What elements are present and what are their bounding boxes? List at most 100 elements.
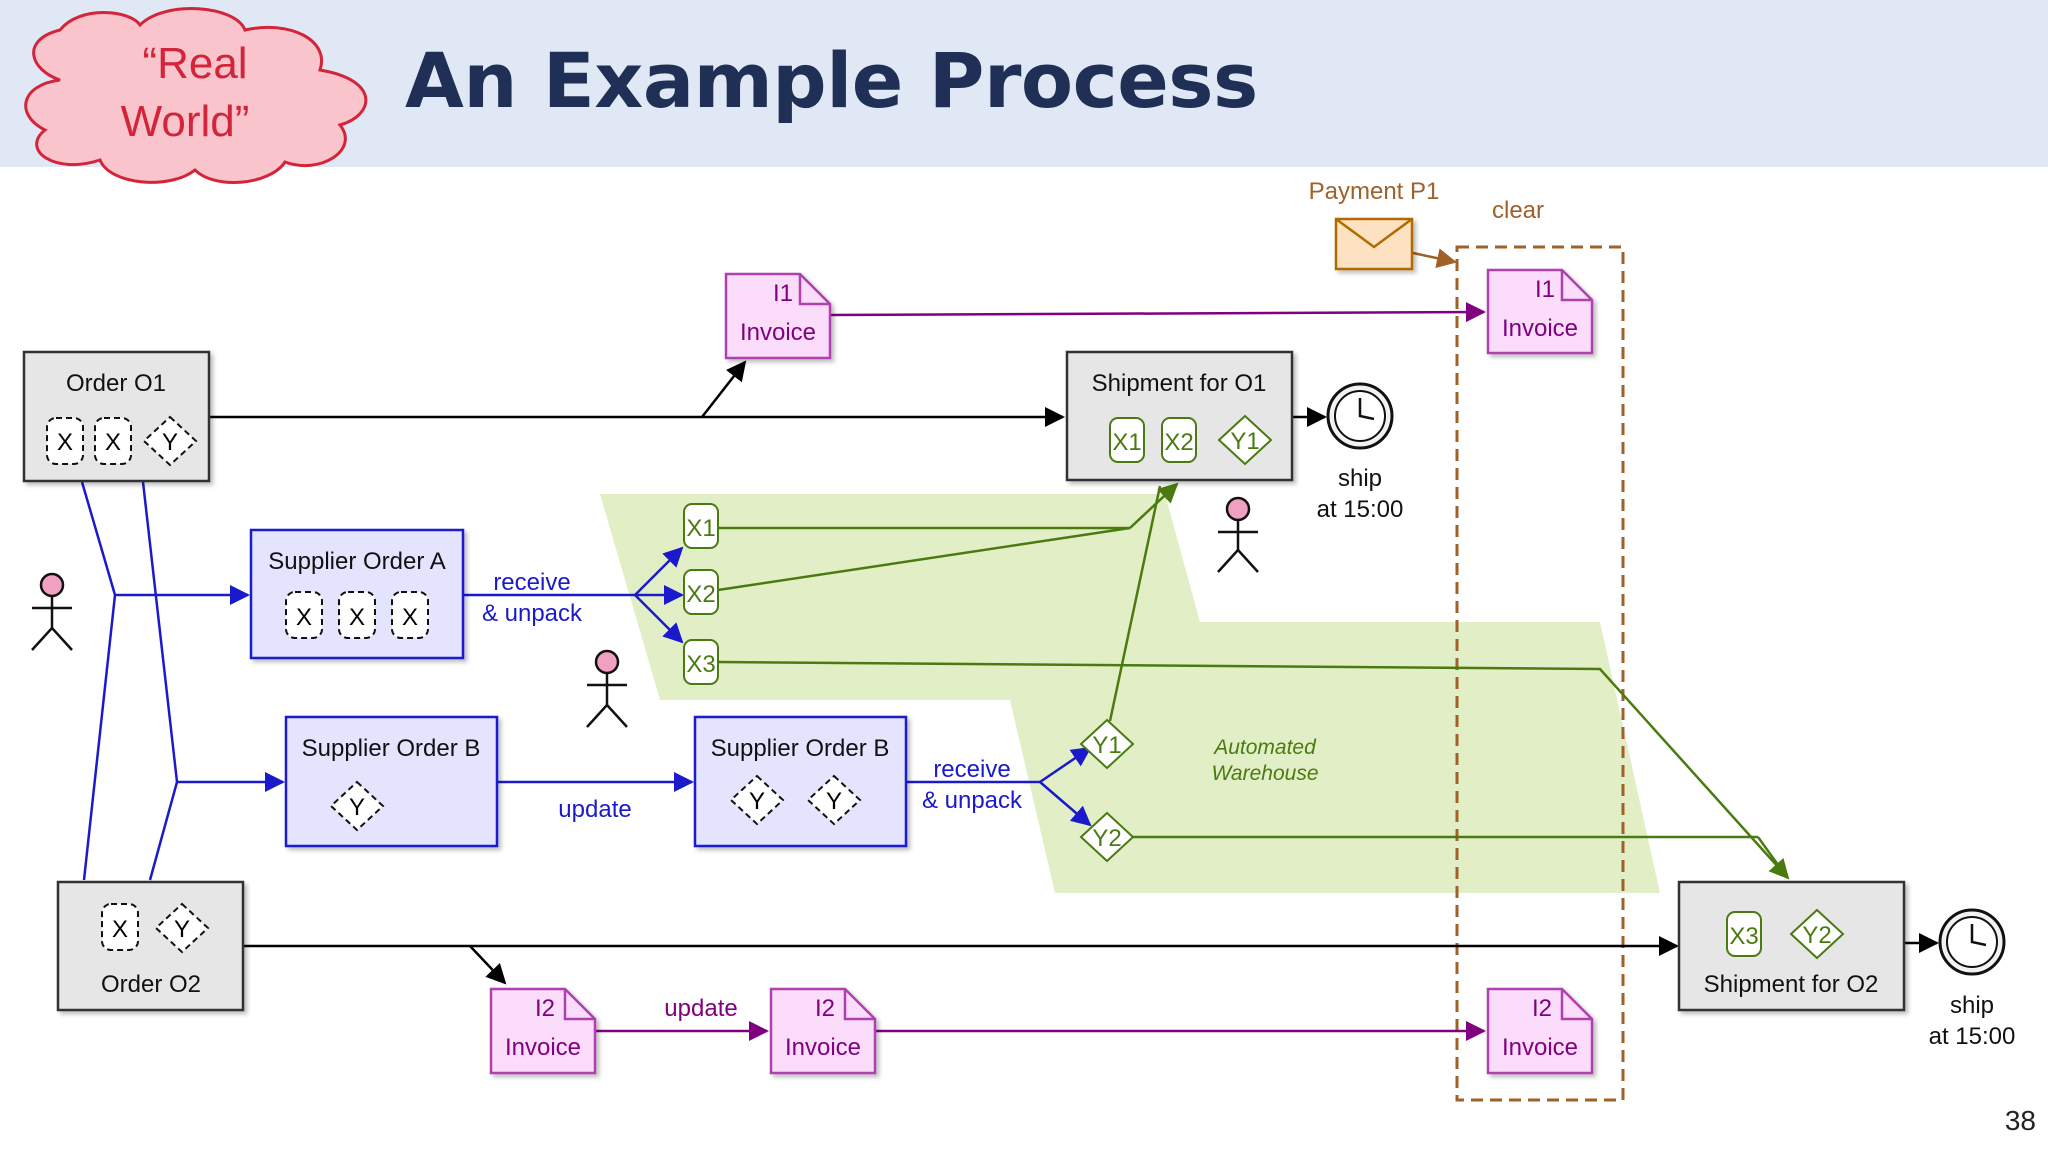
shipment-item-y2: Y2 xyxy=(1789,908,1845,960)
edge-invoice-i1-forward xyxy=(829,302,1486,323)
svg-text:X: X xyxy=(112,916,128,943)
edge-label-receive-b-2: & unpack xyxy=(922,787,1023,814)
supplier-order-b-updated-node[interactable]: Supplier Order B Y Y xyxy=(693,715,908,848)
svg-text:Y2: Y2 xyxy=(1802,922,1831,949)
clock-icon xyxy=(1326,382,1394,450)
shipment-item-x1: X1 xyxy=(1109,417,1145,463)
order-item-y: Y xyxy=(142,415,198,467)
invoice-id: I2 xyxy=(535,995,555,1022)
invoice-i2-draft[interactable]: I2 Invoice xyxy=(489,987,597,1075)
edge-label-update-b: update xyxy=(558,796,631,823)
order-item-x: X xyxy=(46,417,84,465)
order-item-x: X xyxy=(285,591,323,639)
svg-text:Y: Y xyxy=(749,788,765,815)
svg-text:X1: X1 xyxy=(1112,429,1141,456)
svg-text:Y: Y xyxy=(174,916,190,943)
order-item-y: Y xyxy=(729,774,785,826)
order-item-y: Y xyxy=(806,774,862,826)
shipment-o2-node[interactable]: X3 Y2 Shipment for O2 xyxy=(1677,880,1906,1012)
svg-text:X: X xyxy=(296,604,312,631)
shipment-item-x2: X2 xyxy=(1161,417,1197,463)
shipment-o1-label: Shipment for O1 xyxy=(1092,370,1267,397)
warehouse-label-line1: Automated xyxy=(1212,736,1317,759)
invoice-id: I1 xyxy=(1535,276,1555,303)
warehouse-label-line2: Warehouse xyxy=(1211,762,1318,785)
svg-text:X2: X2 xyxy=(686,581,715,608)
warehouse-zone xyxy=(600,494,1660,893)
edge-o2-to-invoice-i2 xyxy=(469,945,507,985)
supplier-b-receive-edges xyxy=(907,746,1092,827)
invoice-id: I2 xyxy=(1532,995,1552,1022)
slide-title: An Example Process xyxy=(405,36,1258,125)
invoice-label: Invoice xyxy=(785,1034,861,1061)
item-flow-edges xyxy=(717,482,1790,880)
order-o1-label: Order O1 xyxy=(66,370,166,397)
svg-text:X3: X3 xyxy=(686,651,715,678)
warehouse-item-y2[interactable]: Y2 xyxy=(1079,811,1135,863)
cloud-label-line1: “Real xyxy=(142,39,247,88)
warehouse-item-x2[interactable]: X2 xyxy=(683,569,719,615)
invoice-id: I2 xyxy=(815,995,835,1022)
svg-text:X3: X3 xyxy=(1729,923,1758,950)
order-item-x: X xyxy=(338,591,376,639)
svg-text:X: X xyxy=(105,429,121,456)
order-item-y: Y xyxy=(329,780,385,832)
clock-icon xyxy=(1938,908,2006,976)
person-icon xyxy=(586,649,628,728)
edge-label-receive-a-1: receive xyxy=(493,569,570,596)
supplier-order-a-node[interactable]: Supplier Order A X X X xyxy=(249,528,465,660)
svg-text:X: X xyxy=(57,429,73,456)
order-to-supplier-links xyxy=(80,481,285,881)
order-item-x: X xyxy=(94,417,132,465)
timer-label-line1: ship xyxy=(1338,465,1382,492)
shipment-item-y1: Y1 xyxy=(1217,414,1273,466)
invoice-label: Invoice xyxy=(1502,315,1578,342)
slide-number: 38 xyxy=(2004,1105,2036,1136)
person-icon xyxy=(31,572,73,651)
invoice-label: Invoice xyxy=(740,319,816,346)
order-item-x: X xyxy=(101,903,139,951)
invoice-label: Invoice xyxy=(505,1034,581,1061)
clear-box xyxy=(1455,245,1625,1102)
order-o2-node[interactable]: X Y Order O2 xyxy=(56,880,245,1012)
shipment-item-x3: X3 xyxy=(1726,911,1762,957)
order-o1-node[interactable]: Order O1 X X Y xyxy=(22,350,211,483)
supplier-order-b-updated-label: Supplier Order B xyxy=(711,735,890,762)
warehouse-item-x1[interactable]: X1 xyxy=(683,503,719,549)
svg-text:Y1: Y1 xyxy=(1230,428,1259,455)
edge-o1-to-invoice-i1 xyxy=(701,360,747,418)
timer-label-line1: ship xyxy=(1950,992,1994,1019)
edge-label-receive-b-1: receive xyxy=(933,756,1010,783)
edge-label-receive-a-2: & unpack xyxy=(482,600,583,627)
invoice-i2-cleared[interactable]: I2 Invoice xyxy=(1486,987,1594,1075)
warehouse-item-x3[interactable]: X3 xyxy=(683,639,719,685)
payment-envelope-icon[interactable] xyxy=(1334,217,1414,271)
svg-text:Y: Y xyxy=(162,429,178,456)
svg-text:X1: X1 xyxy=(686,515,715,542)
order-item-x: X xyxy=(391,591,429,639)
supplier-a-receive-edges xyxy=(464,546,684,644)
svg-text:Y2: Y2 xyxy=(1092,825,1121,852)
real-world-cloud: “Real World” xyxy=(24,7,368,184)
payment-label: Payment P1 xyxy=(1309,178,1440,205)
edge-payment-to-clear xyxy=(1412,248,1457,269)
invoice-label: Invoice xyxy=(1502,1034,1578,1061)
warehouse-item-y1[interactable]: Y1 xyxy=(1079,718,1135,770)
clear-label: clear xyxy=(1492,197,1544,224)
shipment-o1-node[interactable]: Shipment for O1 X1 X2 Y1 xyxy=(1065,350,1294,482)
supplier-order-b-node[interactable]: Supplier Order B Y xyxy=(284,715,499,848)
timer-label-line2: at 15:00 xyxy=(1929,1023,2016,1050)
order-item-y: Y xyxy=(154,902,210,954)
shipment-o2-label: Shipment for O2 xyxy=(1704,971,1879,998)
invoice-i1-draft[interactable]: I1 Invoice xyxy=(724,272,832,360)
invoice-i1-cleared[interactable]: I1 Invoice xyxy=(1486,268,1594,355)
timer-label-line2: at 15:00 xyxy=(1317,496,1404,523)
edge-label-update-invoice: update xyxy=(664,995,737,1022)
invoice-id: I1 xyxy=(773,280,793,307)
invoice-i2-updated[interactable]: I2 Invoice xyxy=(769,987,877,1075)
supplier-order-a-label: Supplier Order A xyxy=(268,548,445,575)
svg-text:X: X xyxy=(349,604,365,631)
svg-text:X: X xyxy=(402,604,418,631)
person-icon xyxy=(1217,496,1259,573)
